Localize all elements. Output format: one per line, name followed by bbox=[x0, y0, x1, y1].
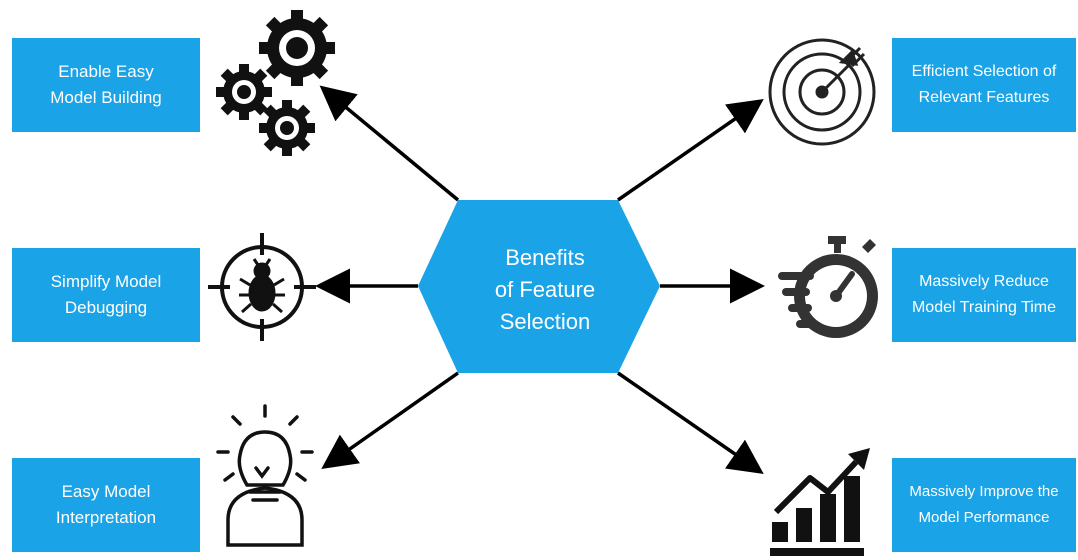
benefit-label-line1: Easy Model bbox=[61, 482, 151, 501]
benefit-box-model-building: Enable Easy Model Building bbox=[12, 38, 200, 132]
gears-icon bbox=[216, 10, 335, 156]
center-title: Benefits of Feature Selection bbox=[440, 230, 650, 350]
benefit-box-performance: Massively Improve the Model Performance bbox=[892, 458, 1076, 552]
benefit-label-line1: Efficient Selection of bbox=[911, 63, 1057, 80]
lightbulb-head-icon bbox=[216, 404, 314, 547]
benefit-box-relevant-features: Efficient Selection of Relevant Features bbox=[892, 38, 1076, 132]
center-hexagon bbox=[418, 200, 660, 373]
benefit-label-line2: Debugging bbox=[64, 298, 148, 317]
benefit-box-interpretation: Easy Model Interpretation bbox=[12, 458, 200, 552]
benefit-box-training-time: Massively Reduce Model Training Time bbox=[892, 248, 1076, 342]
arrow-to-model-building bbox=[319, 85, 460, 202]
bug-target-icon bbox=[208, 233, 316, 341]
benefit-label-line1: Simplify Model bbox=[50, 272, 162, 291]
benefit-box-debugging: Simplify Model Debugging bbox=[12, 248, 200, 342]
center-title-line1: Benefits bbox=[505, 245, 585, 270]
center-title-line3: Selection bbox=[499, 309, 591, 334]
arrow-to-interpretation bbox=[321, 371, 460, 470]
arrow-to-relevant-features bbox=[617, 99, 764, 202]
arrow-to-performance bbox=[617, 371, 764, 474]
target-arrow-icon bbox=[768, 38, 876, 146]
benefit-label-line2: Model Performance bbox=[918, 509, 1050, 526]
stopwatch-icon bbox=[778, 236, 878, 338]
benefit-label-line1: Enable Easy bbox=[58, 62, 154, 81]
benefit-label-line2: Model Building bbox=[50, 88, 162, 107]
growth-chart-icon bbox=[770, 448, 870, 556]
benefit-label-line2: Relevant Features bbox=[918, 89, 1050, 106]
benefit-label-line2: Model Training Time bbox=[911, 299, 1057, 316]
center-title-line2: of Feature bbox=[494, 277, 596, 302]
benefit-label-line2: Interpretation bbox=[55, 508, 157, 527]
benefit-label-line1: Massively Improve the bbox=[909, 483, 1059, 500]
benefit-label-line1: Massively Reduce bbox=[919, 273, 1049, 290]
